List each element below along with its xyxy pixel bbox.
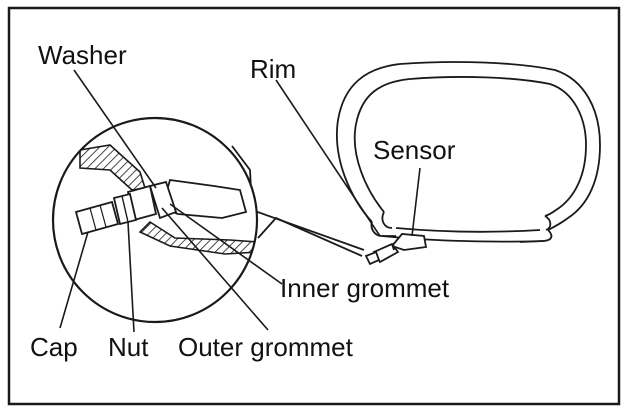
label-washer: Washer <box>38 40 127 70</box>
sensor-leader <box>411 167 421 237</box>
outer-grommet-leader <box>161 207 269 331</box>
diagram-frame <box>7 6 621 406</box>
label-sensor: Sensor <box>373 135 456 165</box>
label-cap: Cap <box>30 332 78 362</box>
label-nut: Nut <box>108 332 149 362</box>
label-rim: Rim <box>250 54 297 84</box>
label-inner-grommet: Inner grommet <box>280 273 450 303</box>
leader-lines <box>59 69 421 333</box>
tire-cross-section <box>336 61 601 243</box>
magnified-detail <box>51 116 259 324</box>
rim-leader <box>275 79 381 237</box>
inner-grommet-leader <box>169 203 283 285</box>
sensor-on-rim <box>364 233 428 266</box>
label-outer-grommet: Outer grommet <box>178 332 353 362</box>
nut-leader <box>127 221 135 333</box>
washer-leader <box>73 69 157 189</box>
cap-leader <box>59 231 89 329</box>
